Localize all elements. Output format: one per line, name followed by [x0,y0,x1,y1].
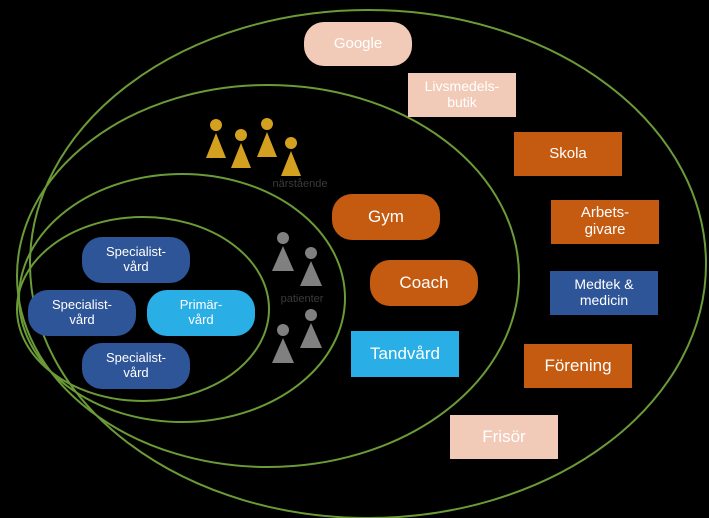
person-icon [231,129,251,168]
primary-care-node: Primär- vård [147,290,255,336]
medtech-medicine-node: Medtek & medicin [550,271,658,315]
person-icon [300,309,322,348]
outer-ring [29,9,707,518]
specialist-care-top-node: Specialist- vård [82,237,190,283]
grocery-store-node: Livsmedels- butik [408,73,516,117]
hairdresser-node: Frisör [450,415,558,459]
patients-person-group-icon [272,232,322,363]
inner-ring [16,216,270,402]
person-icon [272,232,294,271]
third-ring [16,84,520,468]
coach-node: Coach [370,260,478,306]
relatives-label: närstående [272,178,328,190]
person-icon [300,247,322,286]
person-icon [281,137,301,176]
employer-node: Arbets- givare [551,200,659,244]
school-node: Skola [514,132,622,176]
person-icon [206,119,226,158]
second-ring [18,173,346,423]
gym-node: Gym [332,194,440,240]
specialist-care-left-node: Specialist- vård [28,290,136,336]
person-icon [257,118,277,157]
patients-label: patienter [280,293,324,305]
relatives-person-group-icon [206,118,301,176]
google-node: Google [304,22,412,66]
specialist-care-bottom-node: Specialist- vård [82,343,190,389]
dental-care-node: Tandvård [351,331,459,377]
association-node: Förening [524,344,632,388]
person-icon [272,324,294,363]
